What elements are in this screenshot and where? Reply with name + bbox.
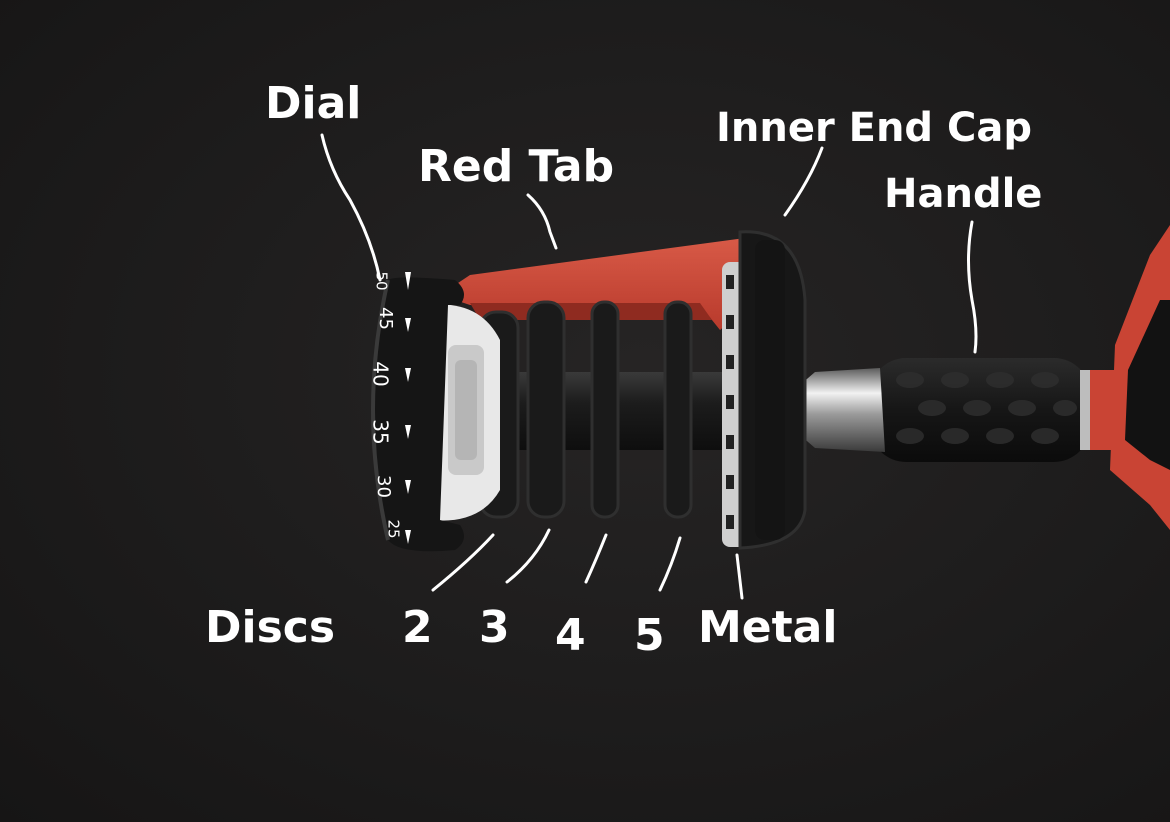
handle-pointer-line xyxy=(967,220,978,354)
label-red-tab: Red Tab xyxy=(418,141,615,192)
label-disc-3: 3 xyxy=(479,602,510,653)
disc-5-pointer-line xyxy=(658,536,682,592)
label-disc-4: 4 xyxy=(555,610,586,661)
label-inner-end-cap: Inner End Cap xyxy=(716,105,1032,151)
disc-3-pointer-line xyxy=(505,528,551,584)
central-rod xyxy=(470,372,770,450)
label-dial: Dial xyxy=(265,78,362,129)
dial-ring xyxy=(371,272,464,552)
dial-white-ring xyxy=(430,304,500,521)
red-tab-pointer-line xyxy=(526,193,558,250)
disc-2-pointer-line xyxy=(431,533,495,592)
label-discs: Discs xyxy=(205,602,336,653)
inner-end-cap-pointer-line xyxy=(783,146,824,217)
label-disc-2: 2 xyxy=(402,602,433,653)
red-frame xyxy=(1110,225,1170,530)
handle-grip xyxy=(870,358,1120,462)
label-handle: Handle xyxy=(884,171,1043,217)
label-disc-5: 5 xyxy=(634,610,665,661)
inner-end-cap xyxy=(738,230,807,550)
metal-pointer-line xyxy=(735,553,744,600)
chrome-collar xyxy=(800,368,885,452)
label-metal: Metal xyxy=(698,602,838,653)
disc-4-pointer-line xyxy=(584,533,608,584)
dial-pointer-line xyxy=(320,133,382,282)
